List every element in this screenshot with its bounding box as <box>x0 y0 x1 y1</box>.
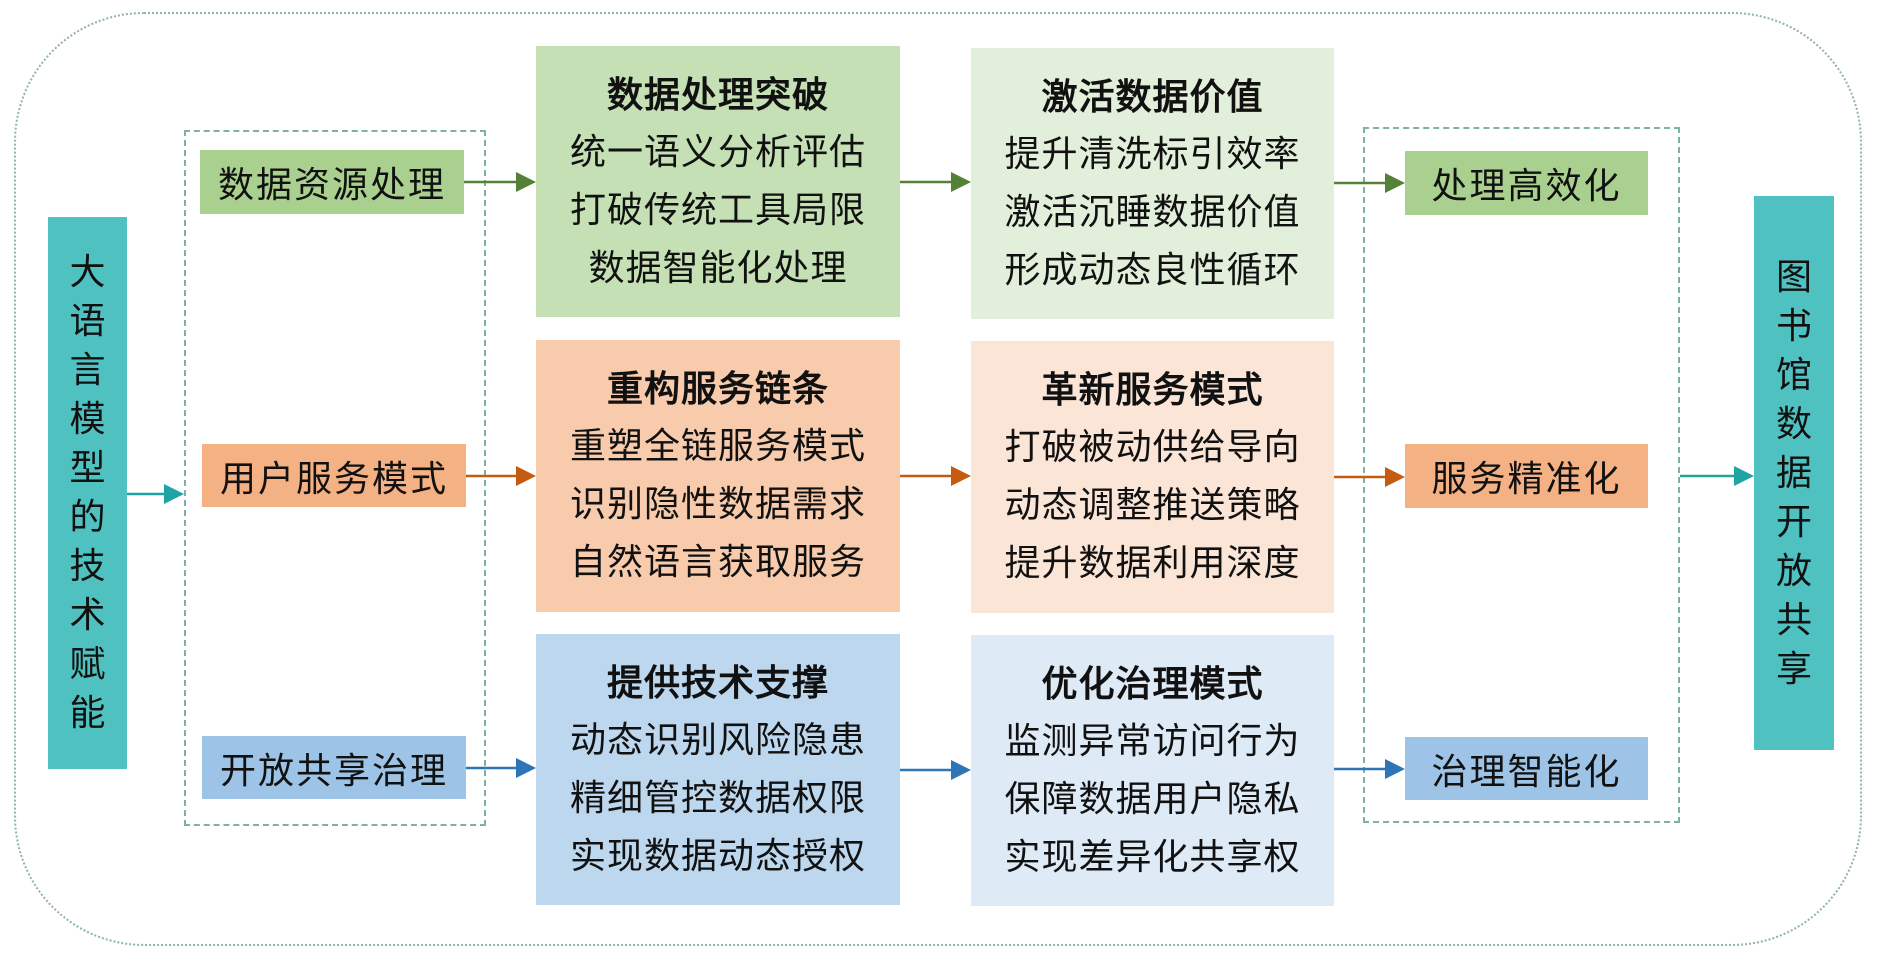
stage2-card-governance: 优化治理模式 监测异常访问行为 保障数据用户隐私 实现差异化共享权 <box>971 635 1334 906</box>
arrow-orange-1 <box>466 466 536 486</box>
dimension-label: 数据资源处理 <box>217 165 446 206</box>
card-line: 打破传统工具局限 <box>569 189 866 231</box>
card-line: 保障数据用户隐私 <box>1004 778 1301 820</box>
card-title: 提供技术支撑 <box>606 661 829 704</box>
card-line: 提升清洗标引效率 <box>1004 133 1301 175</box>
left-char: 能 <box>69 693 106 734</box>
arrow-orange-3 <box>1334 467 1405 487</box>
stage1-card-governance: 提供技术支撑 动态识别风险隐患 精细管控数据权限 实现数据动态授权 <box>536 634 900 905</box>
right-char: 书 <box>1775 305 1812 347</box>
stage2-card-data: 激活数据价值 提升清洗标引效率 激活沉睡数据价值 形成动态良性循环 <box>971 48 1334 319</box>
card-title: 优化治理模式 <box>1041 662 1264 705</box>
right-char: 开 <box>1775 501 1812 543</box>
card-line: 激活沉睡数据价值 <box>1004 191 1301 233</box>
arrow-green-3 <box>1334 173 1405 193</box>
left-char: 言 <box>69 350 106 391</box>
arrow-blue-1 <box>466 758 536 778</box>
card-line: 实现差异化共享权 <box>1004 836 1301 878</box>
card-line: 打破被动供给导向 <box>1004 427 1301 468</box>
dimension-open-sharing: 开放共享治理 <box>202 736 466 799</box>
card-line: 识别隐性数据需求 <box>569 484 866 525</box>
left-char: 术 <box>69 595 106 636</box>
card-line: 动态识别风险隐患 <box>569 719 866 761</box>
llm-empowerment-bar: 大 语 言 模 型 的 技 术 赋 能 <box>48 217 127 769</box>
arrow-orange-2 <box>900 466 971 486</box>
card-title: 数据处理突破 <box>606 73 829 116</box>
left-char: 型 <box>69 448 106 489</box>
card-title: 革新服务模式 <box>1041 369 1264 411</box>
outcome-label: 处理高效化 <box>1431 166 1622 207</box>
card-line: 精细管控数据权限 <box>569 777 866 819</box>
arrow-blue-3 <box>1334 759 1405 779</box>
outcome-label: 治理智能化 <box>1431 751 1622 793</box>
right-char: 共 <box>1775 599 1812 641</box>
card-line: 自然语言获取服务 <box>569 542 866 583</box>
card-title: 激活数据价值 <box>1041 75 1264 118</box>
card-line: 提升数据利用深度 <box>1004 543 1301 584</box>
right-char: 图 <box>1775 256 1812 298</box>
card-line: 实现数据动态授权 <box>569 835 866 877</box>
card-title: 重构服务链条 <box>606 368 829 410</box>
left-char: 赋 <box>69 644 106 685</box>
outcome-governance: 治理智能化 <box>1405 737 1648 800</box>
right-char: 享 <box>1775 648 1812 690</box>
outcome-service: 服务精准化 <box>1405 444 1648 508</box>
outcome-label: 服务精准化 <box>1431 459 1622 500</box>
dimension-data-resource: 数据资源处理 <box>200 150 464 214</box>
arrow-green-1 <box>464 172 536 192</box>
card-line: 动态调整推送策略 <box>1004 485 1301 526</box>
right-char: 数 <box>1775 403 1812 445</box>
dimension-user-service: 用户服务模式 <box>202 444 466 507</box>
left-char: 技 <box>69 546 106 587</box>
stage1-card-data: 数据处理突破 统一语义分析评估 打破传统工具局限 数据智能化处理 <box>536 46 900 317</box>
arrow-left-in <box>127 484 184 504</box>
left-char: 大 <box>69 252 106 293</box>
card-line: 形成动态良性循环 <box>1004 249 1301 291</box>
outcome-processing: 处理高效化 <box>1405 151 1648 215</box>
dimension-label: 用户服务模式 <box>219 458 448 500</box>
card-line: 统一语义分析评估 <box>569 131 866 173</box>
arrow-green-2 <box>900 172 971 192</box>
card-line: 重塑全链服务模式 <box>569 426 866 467</box>
left-char: 语 <box>69 301 106 342</box>
stage2-card-service: 革新服务模式 打破被动供给导向 动态调整推送策略 提升数据利用深度 <box>971 341 1334 613</box>
right-char: 据 <box>1775 452 1812 494</box>
dimension-group <box>184 130 486 826</box>
arrow-right-out <box>1680 466 1754 486</box>
library-open-sharing-bar: 图 书 馆 数 据 开 放 共 享 <box>1754 196 1834 750</box>
left-char: 模 <box>69 399 106 440</box>
right-char: 馆 <box>1775 354 1812 396</box>
arrow-blue-2 <box>900 760 971 780</box>
outcome-group <box>1363 127 1680 823</box>
right-char: 放 <box>1775 550 1812 592</box>
outer-frame <box>14 12 1862 946</box>
left-char: 的 <box>69 497 106 538</box>
card-line: 监测异常访问行为 <box>1004 720 1301 762</box>
stage1-card-service: 重构服务链条 重塑全链服务模式 识别隐性数据需求 自然语言获取服务 <box>536 340 900 612</box>
card-line: 数据智能化处理 <box>588 247 848 289</box>
dimension-label: 开放共享治理 <box>219 750 448 792</box>
